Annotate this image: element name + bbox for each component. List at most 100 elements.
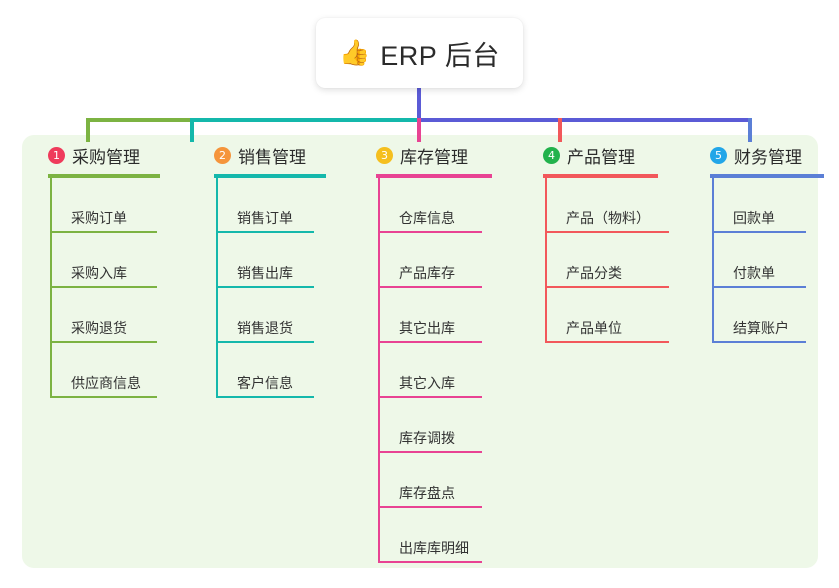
column-spine-5 (712, 178, 714, 343)
list-item[interactable]: 产品库存 (380, 233, 492, 288)
column-badge-4: 4 (543, 146, 560, 164)
connector-drop-3 (417, 118, 421, 142)
list-item-rule (547, 231, 669, 233)
list-item[interactable]: 客户信息 (218, 343, 326, 398)
column-1: 1 采购管理采购订单采购入库采购退货供应商信息 (34, 142, 160, 398)
list-item[interactable]: 供应商信息 (52, 343, 160, 398)
list-item-rule (52, 396, 157, 398)
list-item[interactable]: 回款单 (714, 178, 824, 233)
list-item-label: 销售订单 (237, 210, 293, 226)
connector-drop-2 (190, 118, 194, 142)
column-badge-1: 1 (48, 146, 65, 164)
list-item-label: 付款单 (733, 265, 775, 281)
column-header-rule-4 (543, 174, 658, 178)
column-header-3[interactable]: 3 库存管理 (362, 142, 492, 168)
list-item[interactable]: 产品单位 (547, 288, 669, 343)
list-item-label: 仓库信息 (399, 210, 455, 226)
column-items-5: 回款单付款单结算账户 (696, 178, 824, 343)
connector-trunk (417, 86, 421, 120)
column-title-3: 库存管理 (400, 147, 468, 167)
connector-drop-5 (748, 118, 752, 142)
list-item-label: 产品（物料） (566, 210, 650, 226)
list-item[interactable]: 采购退货 (52, 288, 160, 343)
column-badge-2: 2 (214, 146, 231, 164)
list-item-rule (380, 396, 482, 398)
list-item-label: 结算账户 (733, 320, 789, 336)
page-title: ERP 后台 (380, 40, 500, 71)
list-item-rule (218, 341, 314, 343)
diagram-panel (22, 135, 818, 568)
list-item[interactable]: 库存盘点 (380, 453, 492, 508)
list-item[interactable]: 其它出库 (380, 288, 492, 343)
list-item-rule (547, 286, 669, 288)
column-spine-3 (378, 178, 380, 563)
list-item[interactable]: 其它入库 (380, 343, 492, 398)
list-item[interactable]: 采购订单 (52, 178, 160, 233)
list-item[interactable]: 产品分类 (547, 233, 669, 288)
list-item-rule (52, 231, 157, 233)
column-5: 5 财务管理回款单付款单结算账户 (696, 142, 824, 343)
list-item-label: 销售退货 (237, 320, 293, 336)
list-item-label: 产品分类 (566, 265, 622, 281)
list-item-rule (714, 341, 806, 343)
list-item-rule (218, 231, 314, 233)
column-items-3: 仓库信息产品库存其它出库其它入库库存调拨库存盘点出库库明细 (362, 178, 492, 563)
list-item-rule (714, 286, 806, 288)
column-badge-5: 5 (710, 146, 727, 164)
list-item-label: 库存盘点 (399, 485, 455, 501)
list-item[interactable]: 结算账户 (714, 288, 824, 343)
column-spine-4 (545, 178, 547, 343)
list-item-label: 其它入库 (399, 375, 455, 391)
list-item-label: 供应商信息 (71, 375, 141, 391)
list-item[interactable]: 销售出库 (218, 233, 326, 288)
column-spine-1 (50, 178, 52, 398)
list-item-rule (380, 286, 482, 288)
connector-horizontal-segment-3 (417, 118, 752, 122)
list-item-label: 客户信息 (237, 375, 293, 391)
list-item-rule (380, 561, 482, 563)
list-item[interactable]: 出库库明细 (380, 508, 492, 563)
list-item-rule (547, 341, 669, 343)
list-item[interactable]: 库存调拨 (380, 398, 492, 453)
column-title-5: 财务管理 (734, 147, 802, 167)
list-item-rule (52, 341, 157, 343)
list-item-label: 产品单位 (566, 320, 622, 336)
column-header-rule-1 (48, 174, 160, 178)
column-header-rule-2 (214, 174, 326, 178)
list-item[interactable]: 销售订单 (218, 178, 326, 233)
connector-horizontal-segment-1 (86, 118, 190, 122)
list-item-label: 库存调拨 (399, 430, 455, 446)
list-item-label: 销售出库 (237, 265, 293, 281)
list-item[interactable]: 付款单 (714, 233, 824, 288)
list-item[interactable]: 销售退货 (218, 288, 326, 343)
list-item-label: 回款单 (733, 210, 775, 226)
list-item-label: 采购订单 (71, 210, 127, 226)
list-item-rule (380, 231, 482, 233)
connector-horizontal-segment-2 (190, 118, 417, 122)
column-badge-3: 3 (376, 146, 393, 164)
list-item[interactable]: 采购入库 (52, 233, 160, 288)
thumbs-up-icon: 👍 (339, 38, 371, 67)
column-spine-2 (216, 178, 218, 398)
list-item-label: 其它出库 (399, 320, 455, 336)
list-item-rule (52, 286, 157, 288)
list-item-rule (218, 396, 314, 398)
column-header-1[interactable]: 1 采购管理 (34, 142, 160, 168)
column-items-1: 采购订单采购入库采购退货供应商信息 (34, 178, 160, 398)
list-item[interactable]: 仓库信息 (380, 178, 492, 233)
column-title-1: 采购管理 (72, 147, 140, 167)
list-item-rule (380, 451, 482, 453)
list-item[interactable]: 产品（物料） (547, 178, 669, 233)
column-items-4: 产品（物料） 产品分类产品单位 (529, 178, 669, 343)
list-item-rule (380, 506, 482, 508)
column-header-5[interactable]: 5 财务管理 (696, 142, 824, 168)
connector-drop-1 (86, 118, 90, 142)
list-item-rule (380, 341, 482, 343)
list-item-label: 出库库明细 (399, 540, 469, 556)
column-header-rule-3 (376, 174, 492, 178)
